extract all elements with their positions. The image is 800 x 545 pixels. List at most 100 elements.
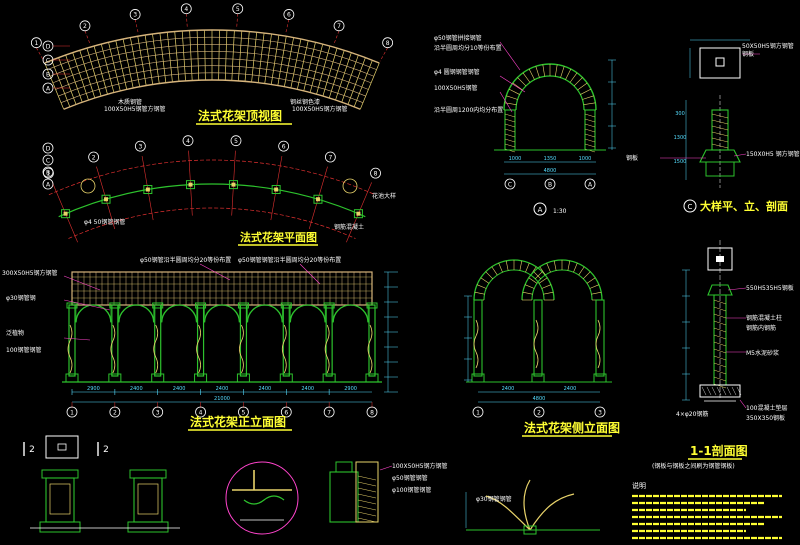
section-footing-hatch [701,386,707,396]
side-grid-bubble-circle [533,406,545,418]
front-dim-label: 2400 [216,386,229,392]
top-lattice-rib [79,50,96,99]
plan-grid-bubble-label: 3 [138,143,142,150]
detail-c-base [705,161,735,177]
detail-c-leader [733,153,747,157]
plan-column-core [188,182,193,187]
plan-column-core [104,197,109,202]
front-column-plinth [65,373,79,383]
front-grid-bubble-circle [238,406,249,418]
side-arch-spoke [522,291,533,295]
note-n11: φ30钢管钢管 [476,495,512,503]
front-column-capital [152,302,164,309]
pedestal-panel [137,483,159,515]
plan-grid-bubble-label: 1 [47,170,51,177]
plan-grid-bubble-label: 8 [374,170,378,177]
note-n10: 100X50H5钢方钢管 [292,105,348,113]
plan-column-base [186,180,196,190]
plan-left-bubble-label: B [46,169,50,176]
front-dim-label: 2400 [258,386,271,392]
front-arch [203,304,241,323]
front-view-title: 法式花架正立面图 [190,414,286,429]
capital-detail-hatch [357,475,377,481]
detail-c-bubble [683,199,697,213]
arch-a-post-hatch [584,143,596,148]
side-view-title: 法式花架侧立面图 [524,420,620,435]
side-arch-spoke [543,291,554,295]
section-footing-hatch [706,386,712,396]
section-shaft-hatch [713,355,727,361]
note-n7: 沿半圆周均分10等份布置 [434,44,502,52]
top-lattice-purlin [50,43,374,77]
section-shaft-hatch [713,348,727,354]
note-n3: 钢丝钢色漆 [290,98,320,106]
side-arch-spoke [573,262,578,273]
note-n15: 300X50H5钢方钢管 [2,269,58,277]
front-grid-bubble-label: 7 [327,409,331,416]
plan-grid-bubble-circle [182,135,194,147]
plan-grid-bubble-label: 2 [92,154,96,161]
note-n20: 钢板 [742,50,754,58]
side-arch-spoke [553,260,557,271]
top-grid-bubble-circle [180,3,192,15]
side-column-vine [595,319,601,369]
top-lattice-purlin [44,29,380,64]
plan-column-core [356,211,361,216]
arch-a-spoke [582,95,594,100]
arch-a-grid-bubble-circle [504,178,516,190]
plan-column-base [228,180,238,190]
detail-c-title: 大样平、立、剖面 [700,199,788,213]
note-n16: φ30钢管钢 [6,294,36,302]
pedestal-base [39,521,81,533]
plan-left-bubble-circle [42,178,54,190]
side-arch-spoke [525,262,530,273]
front-arch [118,304,155,323]
front-leader [63,337,91,341]
plan-view-title: 法式花架平面图 [240,230,317,244]
front-column-shaft [68,304,76,377]
arch-a-post-hatch [504,128,516,133]
top-left-grid-bubble-label: C [46,57,50,64]
arch-a-post-hatch [584,113,596,118]
arch-a-post-hatch [504,113,516,118]
front-column-vine [367,324,373,374]
arch-a-spoke [560,66,565,78]
plan-grid-bubble-label: 7 [328,154,332,161]
side-column [473,299,483,377]
top-lattice-rib [218,30,220,81]
front-column-shaft [196,304,205,377]
top-lattice-purlin [58,65,366,97]
top-grid-line [134,19,139,35]
vine-fan [485,479,575,531]
arch-a-dim-label: 1350 [544,156,557,162]
note-n23: 550H535H5钢板 [746,284,794,292]
top-grid-bubble-circle [283,9,295,20]
arch-a-post-hatch [584,128,596,133]
section-shaft-hatch [713,327,727,333]
detail-a-letter: A [538,206,543,214]
top-lattice-rib [159,33,167,83]
capital-detail-body [329,471,359,523]
front-column-shaft [325,304,333,377]
plan-column-core [274,187,279,192]
note-n9: 沿半圆周1200内均分布置 [434,106,503,114]
top-grid-line [36,47,45,62]
top-lattice-rib [115,40,128,90]
top-lattice-rib [144,35,154,85]
arch-a-post-hatch [584,123,596,128]
capital-detail-top [335,461,353,473]
note-n27: 100混凝土垫层 [746,404,787,412]
top-grid-line [379,47,388,62]
front-column-plinth [151,373,165,383]
capital-detail-hatch [357,511,377,517]
top-lattice-rib [174,31,180,82]
top-lattice-rib [264,33,272,84]
capital-detail-hatch [357,487,377,493]
